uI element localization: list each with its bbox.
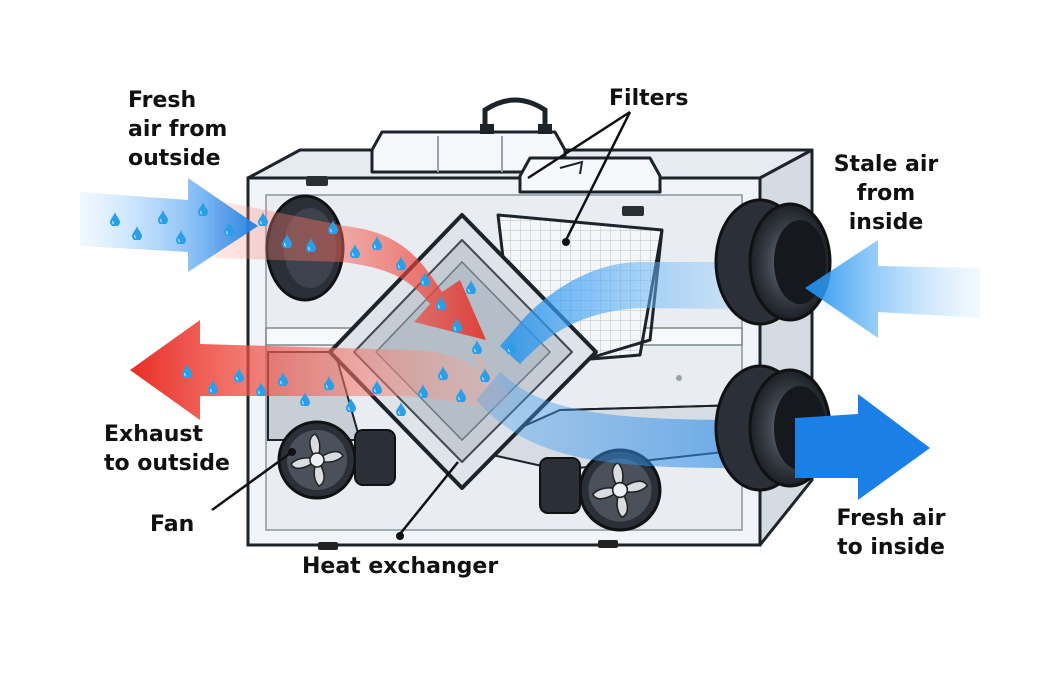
- fan-leader: [211, 450, 293, 512]
- duct-port-top: [714, 198, 832, 326]
- fan-leader-dot: [288, 448, 296, 456]
- heat-exchanger-leader-dot: [396, 532, 404, 540]
- filters-leader-dot: [562, 238, 570, 246]
- label-exhaust-to-outside: Exhaust to outside: [104, 420, 230, 478]
- label-fresh-air-from-outside: Fresh air from outside: [128, 86, 227, 173]
- arrow-exhaust-red: [130, 320, 510, 420]
- label-line: Fresh: [128, 88, 197, 113]
- filters-leader-1: [564, 111, 632, 241]
- label-line: Fresh air: [836, 506, 946, 531]
- label-line: air from: [128, 117, 228, 142]
- leader-lines: [211, 110, 632, 535]
- arrow-stale-inside: [805, 240, 980, 338]
- label-line: from: [856, 181, 916, 206]
- label-line: inside: [848, 210, 924, 235]
- filters-leader-3: [527, 110, 631, 180]
- label-fresh-air-to-inside: Fresh air to inside: [826, 504, 956, 562]
- arrow-fresh-to-inside: [795, 394, 930, 500]
- label-line: Stale air: [833, 152, 939, 177]
- label-filters: Filters: [609, 86, 689, 111]
- fan-right: [539, 448, 662, 532]
- arrow-fresh-outside-blue: [80, 178, 258, 272]
- label-line: to inside: [837, 535, 945, 560]
- fan-left: [277, 420, 396, 500]
- label-fan: Fan: [150, 512, 195, 537]
- arrow-fresh-in-red: [215, 200, 486, 340]
- label-heat-exchanger: Heat exchanger: [302, 554, 499, 579]
- label-line: to outside: [104, 451, 230, 476]
- label-line: Exhaust: [104, 422, 203, 447]
- label-line: outside: [128, 146, 221, 171]
- top-cover-left: [370, 97, 567, 174]
- label-stale-air-from-inside: Stale air from inside: [826, 150, 946, 237]
- top-cover-right: [518, 156, 662, 194]
- heat-exchanger-leader: [399, 461, 459, 535]
